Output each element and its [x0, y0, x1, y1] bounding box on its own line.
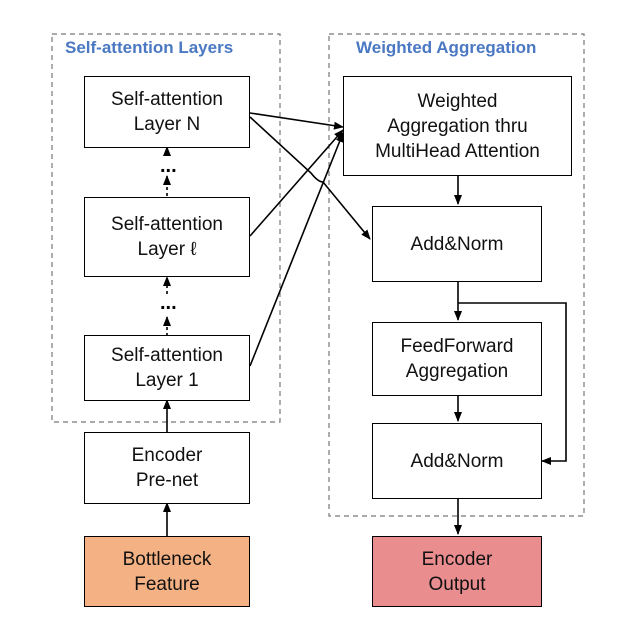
weighted-aggregation-title: Weighted Aggregation — [353, 38, 540, 58]
add-norm-2-label: Add&Norm — [410, 450, 504, 472]
layer-1-label-line2: Layer 1 — [135, 370, 199, 391]
bottleneck-label-line1: Bottleneck — [122, 548, 212, 570]
self-attention-layer-1-box: Self-attention Layer 1 — [84, 335, 250, 401]
bottleneck-feature-box: Bottleneck Feature — [84, 536, 250, 607]
layer-l-label-line2: Layer ℓ — [137, 239, 197, 260]
encoder-prenet-box: Encoder Pre-net — [84, 432, 250, 504]
weighted-aggregation-box: Weighted Aggregation thru MultiHead Atte… — [343, 76, 572, 176]
add-norm-1-box: Add&Norm — [372, 206, 542, 282]
layer-n-label-line2: Layer N — [133, 114, 201, 135]
encoder-output-label-line1: Encoder — [421, 548, 493, 570]
prenet-label-line2: Pre-net — [135, 470, 199, 491]
add-norm-2-box: Add&Norm — [372, 423, 542, 499]
layer-l-label-line1: Self-attention — [111, 214, 223, 235]
encoder-output-box: Encoder Output — [372, 536, 542, 607]
aggregation-label-line1: Weighted — [417, 90, 498, 112]
arrow-layer-l-to-aggregation — [249, 129, 344, 237]
aggregation-label-line3: MultiHead Attention — [375, 140, 540, 162]
layers-ellipsis-upper: ... — [160, 155, 177, 177]
prenet-label-line1: Encoder — [131, 445, 203, 466]
bottleneck-label-line2: Feature — [134, 573, 200, 595]
arrow-layer1-to-aggregation — [249, 132, 344, 367]
self-attention-group-frame — [51, 33, 281, 423]
self-attention-layer-l-box: Self-attention Layer ℓ — [84, 197, 250, 277]
layer-1-label-line1: Self-attention — [111, 345, 223, 366]
layers-ellipsis-lower: ... — [160, 292, 177, 314]
arrow-layer-n-to-addnorm — [249, 116, 371, 240]
self-attention-layer-n-box: Self-attention Layer N — [84, 76, 250, 148]
layer-n-label-line1: Self-attention — [111, 89, 223, 110]
encoder-output-label-line2: Output — [428, 573, 486, 595]
feedforward-label-line1: FeedForward — [400, 336, 514, 357]
feedforward-aggregation-box: FeedForward Aggregation — [372, 322, 542, 396]
arrow-layer-n-to-aggregation — [249, 112, 344, 130]
weighted-aggregation-group-frame — [328, 33, 585, 517]
add-norm-1-label: Add&Norm — [410, 233, 504, 255]
aggregation-label-line2: Aggregation thru — [387, 115, 528, 137]
arrow-residual-to-addnorm2 — [458, 302, 567, 465]
feedforward-label-line2: Aggregation — [405, 361, 509, 382]
self-attention-layers-title: Self-attention Layers — [62, 38, 237, 58]
